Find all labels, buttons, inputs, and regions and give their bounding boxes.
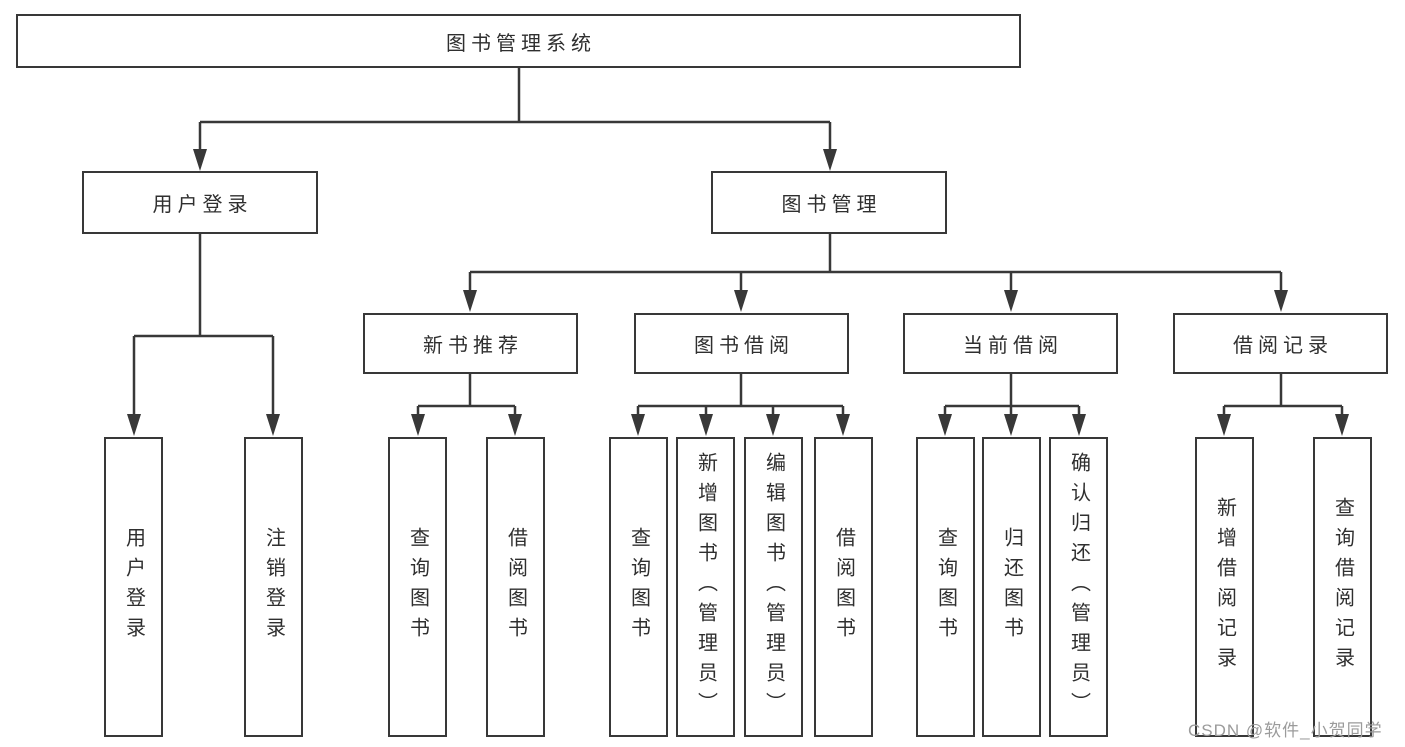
leaf-edit-book-admin: 编辑图书（管理员） — [744, 437, 803, 737]
leaf-query-books-recommend: 查询图书 — [388, 437, 447, 737]
leaf-label: 借阅图书 — [832, 527, 855, 647]
node-label: 借阅记录 — [1233, 335, 1333, 357]
node-label: 图书借阅 — [694, 335, 794, 357]
node-library-management-system: 图书管理系统 — [16, 14, 1021, 68]
leaf-label: 借阅图书 — [504, 527, 527, 647]
node-borrowing-records: 借阅记录 — [1173, 313, 1388, 374]
leaf-add-borrow-record: 新增借阅记录 — [1195, 437, 1254, 737]
leaf-user-login: 用户登录 — [104, 437, 163, 737]
leaf-label: 编辑图书（管理员） — [762, 452, 785, 722]
leaf-label: 用户登录 — [122, 527, 145, 647]
node-book-management: 图书管理 — [711, 171, 947, 234]
leaf-label: 注销登录 — [262, 527, 285, 647]
leaf-logout: 注销登录 — [244, 437, 303, 737]
leaf-confirm-return-admin: 确认归还（管理员） — [1049, 437, 1108, 737]
leaf-query-books-current: 查询图书 — [916, 437, 975, 737]
node-label: 图书管理系统 — [446, 32, 596, 55]
node-user-login: 用户登录 — [82, 171, 318, 234]
node-book-borrowing: 图书借阅 — [634, 313, 849, 374]
leaf-label: 新增借阅记录 — [1213, 497, 1236, 677]
arrowheads — [127, 149, 1349, 436]
leaf-label: 归还图书 — [1000, 527, 1023, 647]
leaf-label: 确认归还（管理员） — [1067, 452, 1090, 722]
leaf-label: 新增图书（管理员） — [694, 452, 717, 722]
leaf-borrow-books-recommend: 借阅图书 — [486, 437, 545, 737]
leaf-borrow-books: 借阅图书 — [814, 437, 873, 737]
leaf-add-book-admin: 新增图书（管理员） — [676, 437, 735, 737]
leaf-label: 查询借阅记录 — [1331, 497, 1354, 677]
leaf-label: 查询图书 — [627, 527, 650, 647]
tree-edges — [132, 68, 1344, 416]
csdn-watermark: CSDN @软件_小贺同学 — [1188, 721, 1383, 740]
node-label: 新书推荐 — [423, 335, 523, 357]
leaf-query-books-borrow: 查询图书 — [609, 437, 668, 737]
node-new-book-recommend: 新书推荐 — [363, 313, 578, 374]
node-label: 图书管理 — [781, 194, 882, 216]
node-current-borrowing: 当前借阅 — [903, 313, 1118, 374]
node-label: 用户登录 — [152, 194, 253, 216]
node-label: 当前借阅 — [963, 335, 1063, 357]
leaf-return-book: 归还图书 — [982, 437, 1041, 737]
leaf-query-borrow-record: 查询借阅记录 — [1313, 437, 1372, 737]
leaf-label: 查询图书 — [406, 527, 429, 647]
leaf-label: 查询图书 — [934, 527, 957, 647]
